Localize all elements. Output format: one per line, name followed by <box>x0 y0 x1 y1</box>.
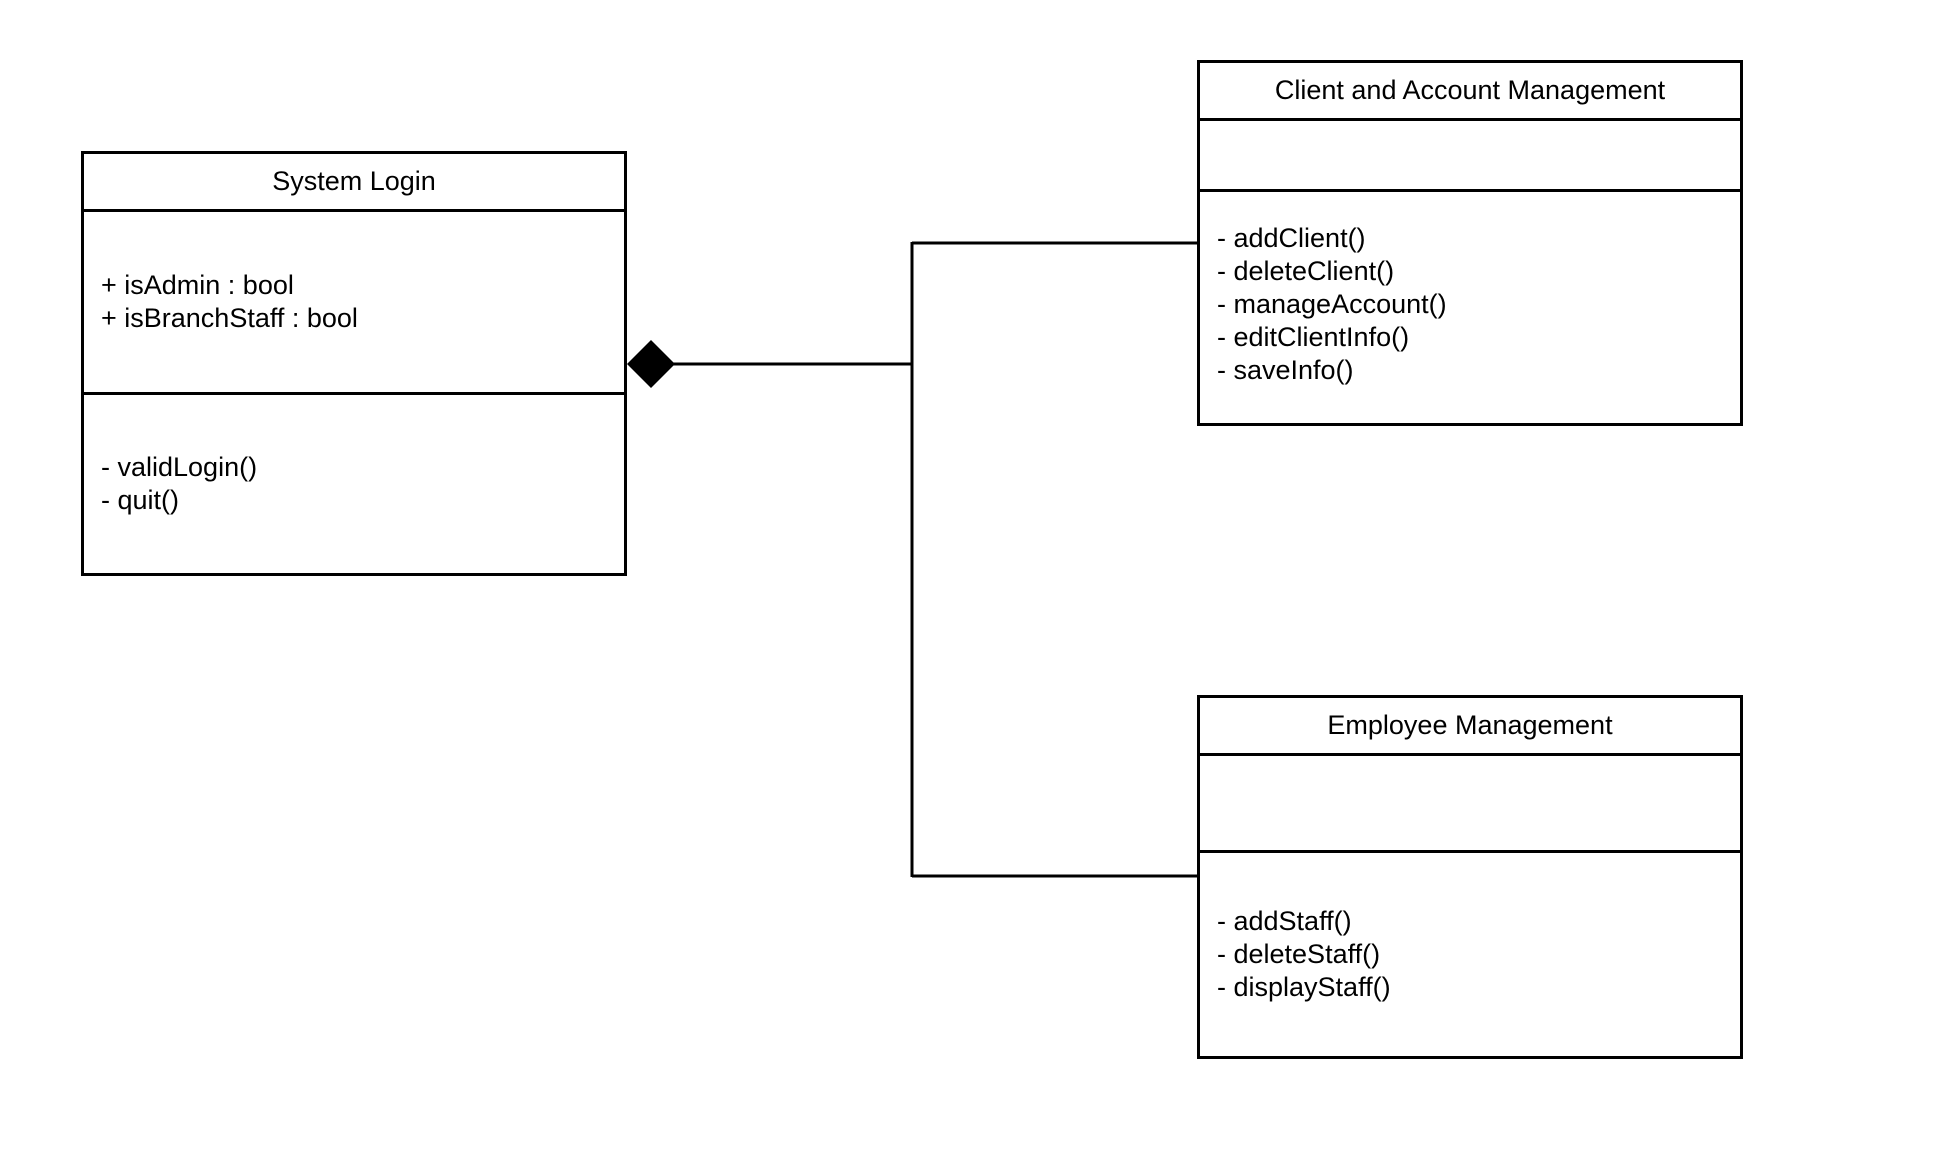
method-item: - quit() <box>101 485 180 515</box>
method-item: - validLogin() <box>101 452 258 482</box>
attributes-compartment <box>1200 756 1740 853</box>
attributes-compartment: + isAdmin : bool + isBranchStaff : bool <box>84 212 624 395</box>
class-name: System Login <box>84 154 624 212</box>
attribute-item: + isAdmin : bool <box>101 270 294 300</box>
methods-compartment: - validLogin() - quit() <box>84 395 624 573</box>
class-system-login[interactable]: System Login + isAdmin : bool + isBranch… <box>81 151 627 576</box>
methods-compartment: - addStaff() - deleteStaff() - displaySt… <box>1200 853 1740 1056</box>
class-name: Client and Account Management <box>1200 63 1740 121</box>
composition-diamond-icon <box>627 340 675 388</box>
method-item: - saveInfo() <box>1217 355 1354 385</box>
attribute-item: + isBranchStaff : bool <box>101 303 358 333</box>
class-client-account-management[interactable]: Client and Account Management - addClien… <box>1197 60 1743 426</box>
method-item: - addClient() <box>1217 223 1366 253</box>
method-item: - deleteStaff() <box>1217 939 1381 969</box>
class-employee-management[interactable]: Employee Management - addStaff() - delet… <box>1197 695 1743 1059</box>
method-item: - displayStaff() <box>1217 972 1391 1002</box>
methods-compartment: - addClient() - deleteClient() - manageA… <box>1200 192 1740 423</box>
method-item: - addStaff() <box>1217 906 1352 936</box>
method-item: - deleteClient() <box>1217 256 1395 286</box>
method-item: - editClientInfo() <box>1217 322 1410 352</box>
class-name: Employee Management <box>1200 698 1740 756</box>
attributes-compartment <box>1200 121 1740 192</box>
method-item: - manageAccount() <box>1217 289 1447 319</box>
